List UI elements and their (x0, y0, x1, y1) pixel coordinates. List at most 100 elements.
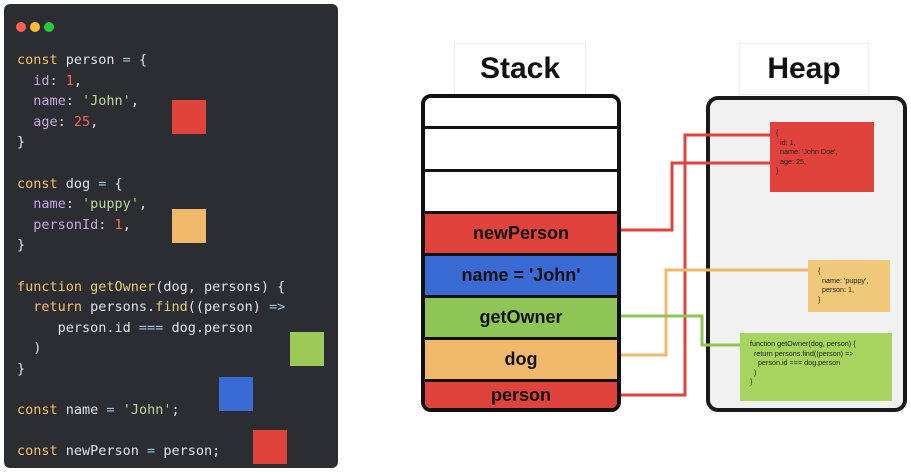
code-token: newPerson (57, 443, 148, 460)
connector-dog-to-dog-object (621, 268, 808, 357)
window-controls (16, 17, 58, 36)
code-token: : (57, 113, 74, 130)
code-token: 25 (73, 113, 91, 130)
close-dot-icon (16, 22, 26, 32)
code-token: , (130, 93, 139, 110)
heap-person-object: { id: 1, name: 'John Doe', age: 25, } (770, 122, 874, 192)
stack-slot-name: name = 'John' (425, 256, 617, 298)
code-token: 'John' (122, 402, 172, 419)
code-token: = (106, 402, 115, 419)
code-token: { (130, 52, 148, 68)
code-token: , (73, 72, 83, 89)
stack-slot-empty (425, 98, 617, 129)
code-token: getOwner (82, 278, 156, 295)
newperson-swatch (253, 430, 287, 464)
code-line: const newPerson = person; (17, 441, 285, 462)
code-token: = (98, 175, 107, 192)
stack-slot-getowner: getOwner (425, 298, 617, 340)
code-token: : (65, 196, 83, 213)
stack-slot-dog: dog (425, 340, 617, 382)
code-line: } (17, 359, 285, 380)
code-line: return persons.find((person) => (17, 297, 285, 318)
stack-slot-label: newPerson (472, 222, 570, 243)
code-token: find (155, 299, 188, 316)
stack-frame: newPerson name = 'John' getOwner dog person (421, 94, 621, 412)
heap-dog-object: { name: 'puppy', person: 1, } (808, 260, 890, 312)
person-swatch (172, 100, 206, 134)
connector-newperson-to-person-object (621, 161, 770, 232)
code-line: person.id === dog.person (17, 318, 285, 339)
code-token: ) (17, 340, 42, 357)
code-token: const (17, 52, 58, 68)
code-token: id (17, 72, 50, 89)
code-token: const (17, 402, 58, 419)
code-token: 1 (65, 72, 74, 89)
code-editor-panel: const person = { id: 1, name: 'John', ag… (4, 4, 338, 468)
code-block: const person = { id: 1, name: 'John', ag… (17, 50, 285, 462)
stack-slot-person: person (425, 382, 617, 408)
code-token: = (147, 443, 156, 460)
code-token: personId (17, 216, 99, 233)
code-token: age (17, 113, 58, 130)
code-token: dog.person (163, 319, 253, 336)
code-token: 1 (114, 216, 123, 233)
code-line: ) (17, 338, 285, 359)
code-token: 'puppy' (82, 196, 139, 213)
getowner-swatch (290, 332, 324, 366)
dog-swatch (172, 209, 206, 243)
code-token: = (122, 52, 131, 68)
stack-slot-label: name = 'John' (461, 264, 581, 285)
code-token: persons. (82, 299, 156, 316)
code-line: id: 1, (17, 71, 285, 92)
code-line: const dog = { (17, 174, 285, 195)
code-token: ((person) (187, 299, 269, 316)
code-line: } (17, 132, 285, 153)
code-line: function getOwner(dog, persons) { (17, 277, 285, 298)
code-token: , (138, 196, 148, 213)
stack-slot-label: person (490, 384, 551, 405)
code-token: === (138, 319, 164, 336)
code-token: : (49, 72, 66, 89)
heap-title: Heap (740, 44, 868, 94)
code-token: person; (155, 443, 221, 460)
stack-slot-empty (425, 129, 617, 172)
minimize-dot-icon (30, 22, 40, 32)
code-token: person.id (17, 319, 139, 336)
connector-person-to-person-object (621, 133, 770, 397)
maximize-dot-icon (44, 22, 54, 32)
code-token: const (17, 175, 58, 192)
code-token: } (17, 134, 26, 151)
code-token: name (17, 196, 66, 213)
code-token: => (268, 299, 286, 316)
code-line: personId: 1, (17, 215, 285, 236)
stack-slot-label: getOwner (479, 306, 563, 327)
code-line: const name = 'John'; (17, 400, 285, 421)
code-token: const (17, 443, 58, 460)
stack-slot-label: dog (504, 348, 538, 369)
code-line: age: 25, (17, 112, 285, 133)
code-token: 'John' (82, 93, 131, 110)
code-token: name (17, 93, 66, 110)
code-token: (dog, persons) { (155, 278, 286, 295)
code-line: name: 'John', (17, 91, 285, 112)
code-line: const person = { (17, 50, 285, 71)
code-token: dog (57, 175, 99, 192)
code-token: , (122, 216, 131, 233)
code-line: name: 'puppy', (17, 194, 285, 215)
name-swatch (219, 377, 253, 411)
code-token: function (17, 278, 83, 295)
stack-slot-newperson: newPerson (425, 214, 617, 256)
code-line: } (17, 235, 285, 256)
code-token: } (17, 237, 26, 254)
code-token: , (90, 113, 99, 130)
stack-slot-empty (425, 172, 617, 214)
code-token: { (106, 175, 123, 192)
code-token: } (17, 360, 26, 377)
code-token: name (57, 402, 107, 419)
code-token: ; (171, 402, 180, 419)
heap-getowner-function: function getOwner(dog, person) { return … (740, 333, 892, 401)
stack-title: Stack (455, 44, 585, 94)
connector-getowner-to-function (621, 314, 740, 347)
code-token: person (57, 52, 123, 68)
